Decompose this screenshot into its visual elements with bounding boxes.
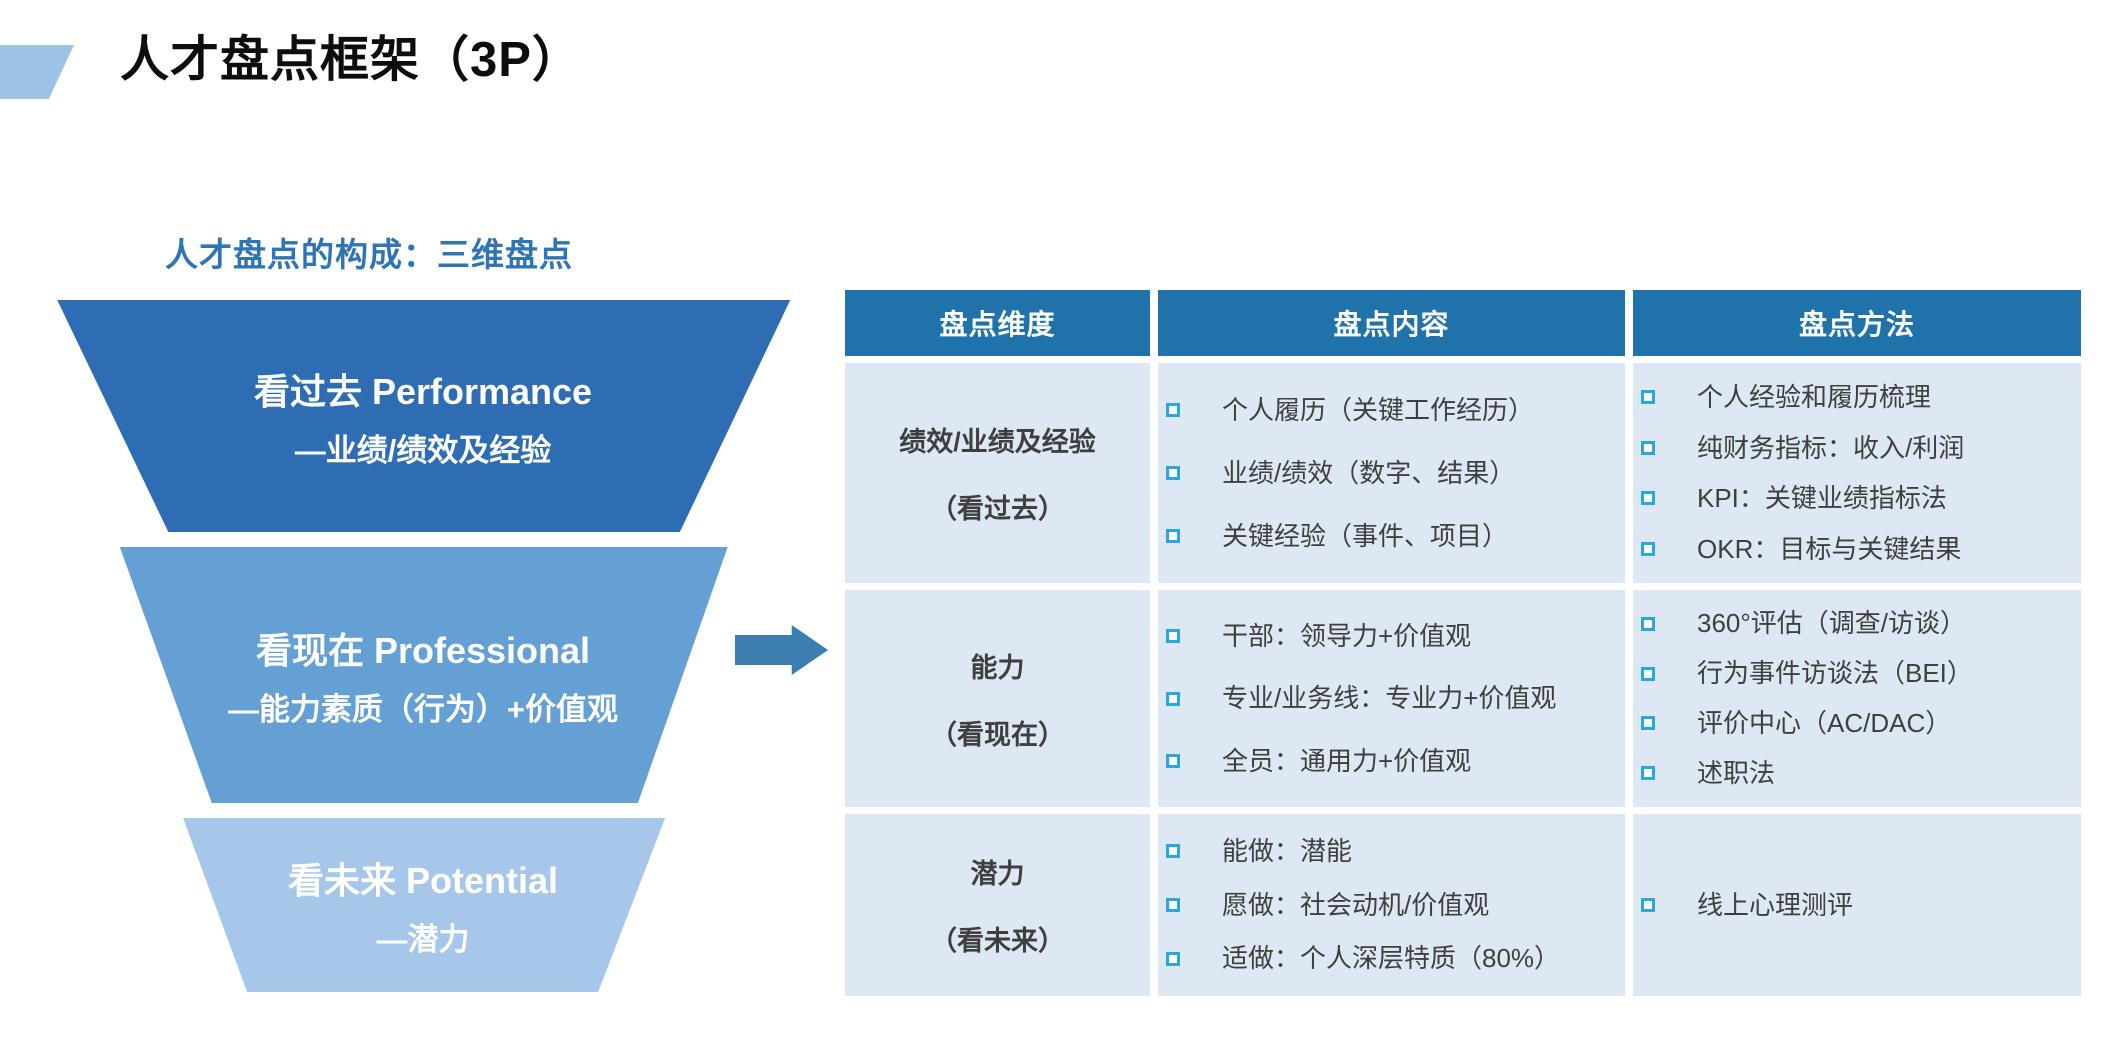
funnel-level-future-subtitle: —潜力 <box>376 921 470 957</box>
methods-cell: 线上心理测评 <box>1633 814 2081 996</box>
dimension-note: （看现在） <box>930 719 1065 750</box>
bullet-item: 评价中心（AC/DAC） <box>1641 707 2071 740</box>
bullet-text: 评价中心（AC/DAC） <box>1697 708 1952 739</box>
dimension-cell: 潜力 （看未来） <box>845 814 1150 996</box>
square-bullet-icon <box>1641 716 1655 731</box>
bullet-text: 全员：通用力+价值观 <box>1222 745 1472 776</box>
bullet-text: 线上心理测评 <box>1697 889 1854 920</box>
funnel-level-present: 看现在 Professional —能力素质（行为）+价值观 <box>119 547 728 803</box>
contents-cell: 个人履历（关键工作经历） 业绩/绩效（数字、结果） 关键经验（事件、项目） <box>1158 363 1625 583</box>
bullet-text: 愿做：社会动机/价值观 <box>1222 889 1490 920</box>
bullet-text: 专业/业务线：专业力+价值观 <box>1222 683 1557 714</box>
square-bullet-icon <box>1641 491 1655 506</box>
title-decoration-icon <box>0 45 74 99</box>
bullet-item: 适做：个人深层特质（80%） <box>1166 942 1615 975</box>
contents-cell: 能做：潜能愿做：社会动机/价值观适做：个人深层特质（80%） <box>1158 814 1625 996</box>
methods-cell: 360°评估（调查/访谈） 行为事件访谈法（BEI） 评价中心（AC/DAC） 述职法 <box>1633 590 2081 807</box>
bullet-item: 纯财务指标：收入/利润 <box>1641 432 2071 465</box>
square-bullet-icon <box>1166 691 1180 706</box>
dimension-label: 潜力 <box>970 859 1025 889</box>
bullet-item: OKR：目标与关键结果 <box>1641 533 2071 566</box>
square-bullet-icon <box>1166 898 1180 912</box>
page-title: 人才盘点框架（3P） <box>120 33 582 87</box>
dimension-note: （看未来） <box>930 926 1065 956</box>
bullet-item: 干部：领导力+价值观 <box>1166 620 1615 653</box>
bullet-item: 关键经验（事件、项目） <box>1166 520 1615 553</box>
bullet-item: 个人经验和履历梳理 <box>1641 381 2071 414</box>
square-bullet-icon <box>1641 766 1655 781</box>
bullet-text: 业绩/绩效（数字、结果） <box>1222 457 1516 488</box>
contents-cell: 干部：领导力+价值观专业/业务线：专业力+价值观全员：通用力+价值观 <box>1158 590 1625 807</box>
bullet-item: 愿做：社会动机/价值观 <box>1166 889 1615 922</box>
bullet-item: KPI：关键业绩指标法 <box>1641 482 2071 515</box>
funnel-level-past: 看过去 Performance —业绩/绩效及经验 <box>57 300 791 532</box>
contents-cell-list: 个人履历（关键工作经历） 业绩/绩效（数字、结果） 关键经验（事件、项目） <box>1158 363 1625 583</box>
square-bullet-icon <box>1641 898 1655 912</box>
bullet-item: 360°评估（调查/访谈） <box>1641 607 2071 640</box>
bullet-item: 行为事件访谈法（BEI） <box>1641 657 2071 690</box>
square-bullet-icon <box>1166 629 1180 644</box>
funnel-level-past-subtitle: —业绩/绩效及经验 <box>294 432 552 468</box>
funnel-level-future: 看未来 Potential —潜力 <box>183 818 666 992</box>
contents-cell-list: 干部：领导力+价值观专业/业务线：专业力+价值观全员：通用力+价值观 <box>1158 590 1625 807</box>
square-bullet-icon <box>1166 753 1180 768</box>
bullet-text: 行为事件访谈法（BEI） <box>1697 658 1973 689</box>
square-bullet-icon <box>1166 529 1180 544</box>
methods-cell-list: 个人经验和履历梳理纯财务指标：收入/利润 KPI：关键业绩指标法 OKR：目标与关键… <box>1633 363 2081 583</box>
bullet-text: 适做：个人深层特质（80%） <box>1222 943 1561 974</box>
table-header-dimension: 盘点维度 <box>845 290 1150 356</box>
dimension-cell: 能力 （看现在） <box>845 590 1150 807</box>
dimension-label: 能力 <box>970 652 1025 683</box>
contents-cell-list: 能做：潜能愿做：社会动机/价值观适做：个人深层特质（80%） <box>1158 814 1625 996</box>
square-bullet-icon <box>1641 390 1655 405</box>
funnel-heading: 人才盘点的构成：三维盘点 <box>165 236 573 273</box>
dimension-cell: 绩效/业绩及经验 （看过去） <box>845 363 1150 583</box>
methods-cell-list: 线上心理测评 <box>1633 814 2081 996</box>
bullet-item: 述职法 <box>1641 757 2071 790</box>
review-table: 盘点维度 盘点内容 盘点方法 绩效/业绩及经验 （看过去） 个人履历（关键工作经历）… <box>845 290 2081 996</box>
bullet-text: 纯财务指标：收入/利润 <box>1697 432 1965 463</box>
funnel-level-present-subtitle: —能力素质（行为）+价值观 <box>227 691 619 727</box>
funnel-level-past-title: 看过去 Performance <box>253 370 593 412</box>
bullet-text: 个人经验和履历梳理 <box>1697 382 1932 412</box>
table-header-methods: 盘点方法 <box>1633 290 2081 356</box>
table-header-contents: 盘点内容 <box>1158 290 1625 356</box>
bullet-item: 能做：潜能 <box>1166 835 1615 868</box>
square-bullet-icon <box>1641 666 1655 681</box>
square-bullet-icon <box>1166 466 1180 480</box>
right-arrow-icon <box>735 625 828 675</box>
bullet-item: 专业/业务线：专业力+价值观 <box>1166 682 1615 715</box>
square-bullet-icon <box>1166 951 1180 966</box>
dimension-label: 绩效/业绩及经验 <box>899 427 1096 457</box>
square-bullet-icon <box>1166 402 1180 417</box>
bullet-text: 述职法 <box>1697 758 1776 789</box>
square-bullet-icon <box>1641 440 1655 455</box>
bullet-item: 业绩/绩效（数字、结果） <box>1166 457 1615 490</box>
bullet-item: 线上心理测评 <box>1641 889 2071 922</box>
bullet-item: 个人履历（关键工作经历） <box>1166 394 1615 427</box>
methods-cell-list: 360°评估（调查/访谈） 行为事件访谈法（BEI） 评价中心（AC/DAC） 述职法 <box>1633 590 2081 807</box>
bullet-text: KPI：关键业绩指标法 <box>1697 483 1947 513</box>
square-bullet-icon <box>1641 541 1655 556</box>
square-bullet-icon <box>1166 844 1180 859</box>
bullet-item: 全员：通用力+价值观 <box>1166 745 1615 778</box>
methods-cell: 个人经验和履历梳理纯财务指标：收入/利润 KPI：关键业绩指标法 OKR：目标与关键… <box>1633 363 2081 583</box>
dimension-note: （看过去） <box>930 494 1065 524</box>
funnel-level-future-title: 看未来 Potential <box>287 859 559 901</box>
square-bullet-icon <box>1641 616 1655 631</box>
bullet-text: 能做：潜能 <box>1222 836 1353 867</box>
bullet-text: 关键经验（事件、项目） <box>1222 520 1509 551</box>
bullet-text: 干部：领导力+价值观 <box>1222 620 1472 651</box>
bullet-text: 360°评估（调查/访谈） <box>1697 608 1967 639</box>
funnel-level-present-title: 看现在 Professional <box>255 629 591 671</box>
bullet-text: OKR：目标与关键结果 <box>1697 533 1962 564</box>
bullet-text: 个人履历（关键工作经历） <box>1222 394 1535 425</box>
